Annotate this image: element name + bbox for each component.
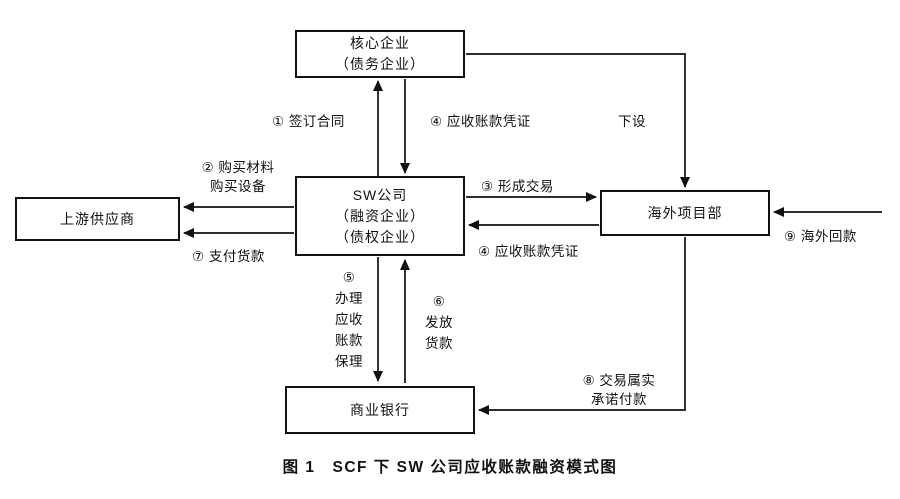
arrow-subordinate (466, 53, 690, 188)
node-commercial-bank: 商业银行 (285, 386, 475, 434)
arrow-confirm-payment (478, 237, 686, 415)
edge-label-form-transaction: ③ 形成交易 (481, 179, 554, 194)
edge-label-subordinate: 下设 (618, 114, 646, 129)
edge-label-confirm-payment: ⑧ 交易属实 承诺付款 (582, 373, 656, 407)
edge-label-ar-voucher-overseas: ④ 应收账款凭证 (478, 244, 579, 259)
node-overseas-project-dept: 海外项目部 (600, 190, 770, 236)
edge-label-buy-materials: ② 购买材料 购买设备 (201, 160, 275, 194)
node-core-enterprise: 核心企业 （债务企业） (295, 30, 465, 78)
edge-label-pay-goods: ⑦ 支付货款 (192, 249, 265, 264)
edge-label-issue-funds: ⑥ 发放 货款 (425, 294, 453, 351)
figure-caption: 图 1 SCF 下 SW 公司应收账款融资模式图 (282, 459, 618, 476)
edge-label-factoring: ⑤ 办理 应收 账款 保理 (335, 270, 363, 369)
node-sw-company: SW公司 （融资企业） （债权企业） (295, 176, 465, 256)
edge-label-overseas-collection: ⑨ 海外回款 (784, 229, 857, 244)
edge-label-sign-contract: ① 签订合同 (272, 114, 345, 129)
edge-label-ar-voucher-core: ④ 应收账款凭证 (430, 114, 531, 129)
node-upstream-supplier: 上游供应商 (15, 197, 180, 241)
